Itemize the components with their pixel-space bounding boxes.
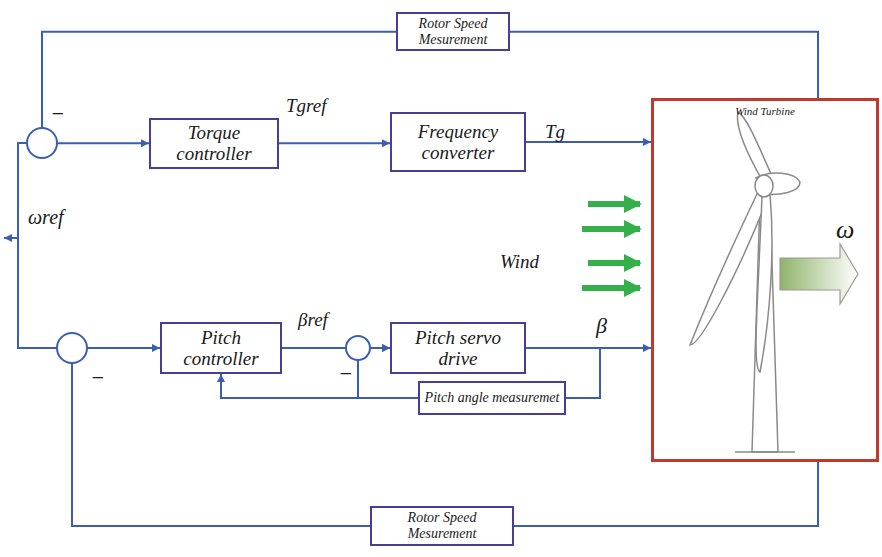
signal-wire: [514, 462, 818, 526]
measurement-box: Rotor Speed Mesurement: [370, 506, 514, 546]
signal-wire: [566, 348, 651, 398]
signal-label: −: [50, 102, 65, 126]
summing-junction: [346, 336, 370, 360]
box-label: Frequency converter: [392, 121, 524, 164]
box-heading: Wind Turbine: [731, 105, 799, 117]
summing-junction: [27, 128, 57, 158]
converter-box: Frequency converter: [390, 112, 526, 172]
hub: [755, 175, 773, 197]
turbine-box: Wind Turbine: [651, 98, 879, 462]
reference-wire: [18, 143, 57, 348]
signal-label: Tg: [545, 122, 565, 143]
wind-arrow: [588, 260, 640, 266]
speed-arrow: [780, 244, 858, 304]
wind-arrow: [582, 285, 640, 291]
signal-label: ωref: [28, 206, 64, 228]
signal-label: −: [338, 362, 353, 386]
box-label: Pitch controller: [162, 327, 280, 370]
blade: [737, 112, 772, 180]
summing-junction: [57, 333, 87, 363]
blade: [756, 194, 772, 372]
signal-label: βref: [298, 310, 328, 331]
controller-box: Torque controller: [149, 118, 279, 169]
signal-label: ω: [836, 216, 854, 245]
box-label: Rotor Speed Mesurement: [398, 16, 508, 47]
signal-wire: [221, 374, 418, 398]
signal-label: Wind: [500, 252, 539, 273]
controller-box: Pitch controller: [160, 322, 282, 374]
measurement-box: Rotor Speed Mesurement: [396, 12, 510, 51]
signal-wire: [526, 141, 651, 143]
ground: [735, 451, 795, 453]
box-label: Torque controller: [151, 122, 277, 165]
box-label: Pitch angle measuremet: [421, 390, 564, 406]
signal-wire: [279, 142, 390, 144]
measurement-box: Pitch angle measuremet: [418, 381, 566, 415]
wind-arrow: [582, 226, 640, 232]
box-label: Pitch servo drive: [392, 327, 524, 370]
box-label: Rotor Speed Mesurement: [372, 510, 512, 541]
servo-box: Pitch servo drive: [390, 322, 526, 374]
signal-label: β: [596, 314, 607, 338]
signal-label: −: [90, 366, 105, 390]
signal-wire: [510, 32, 818, 98]
wind-arrow: [588, 201, 640, 207]
reference-arrow: [4, 237, 18, 239]
signal-label: Tgref: [286, 96, 326, 117]
